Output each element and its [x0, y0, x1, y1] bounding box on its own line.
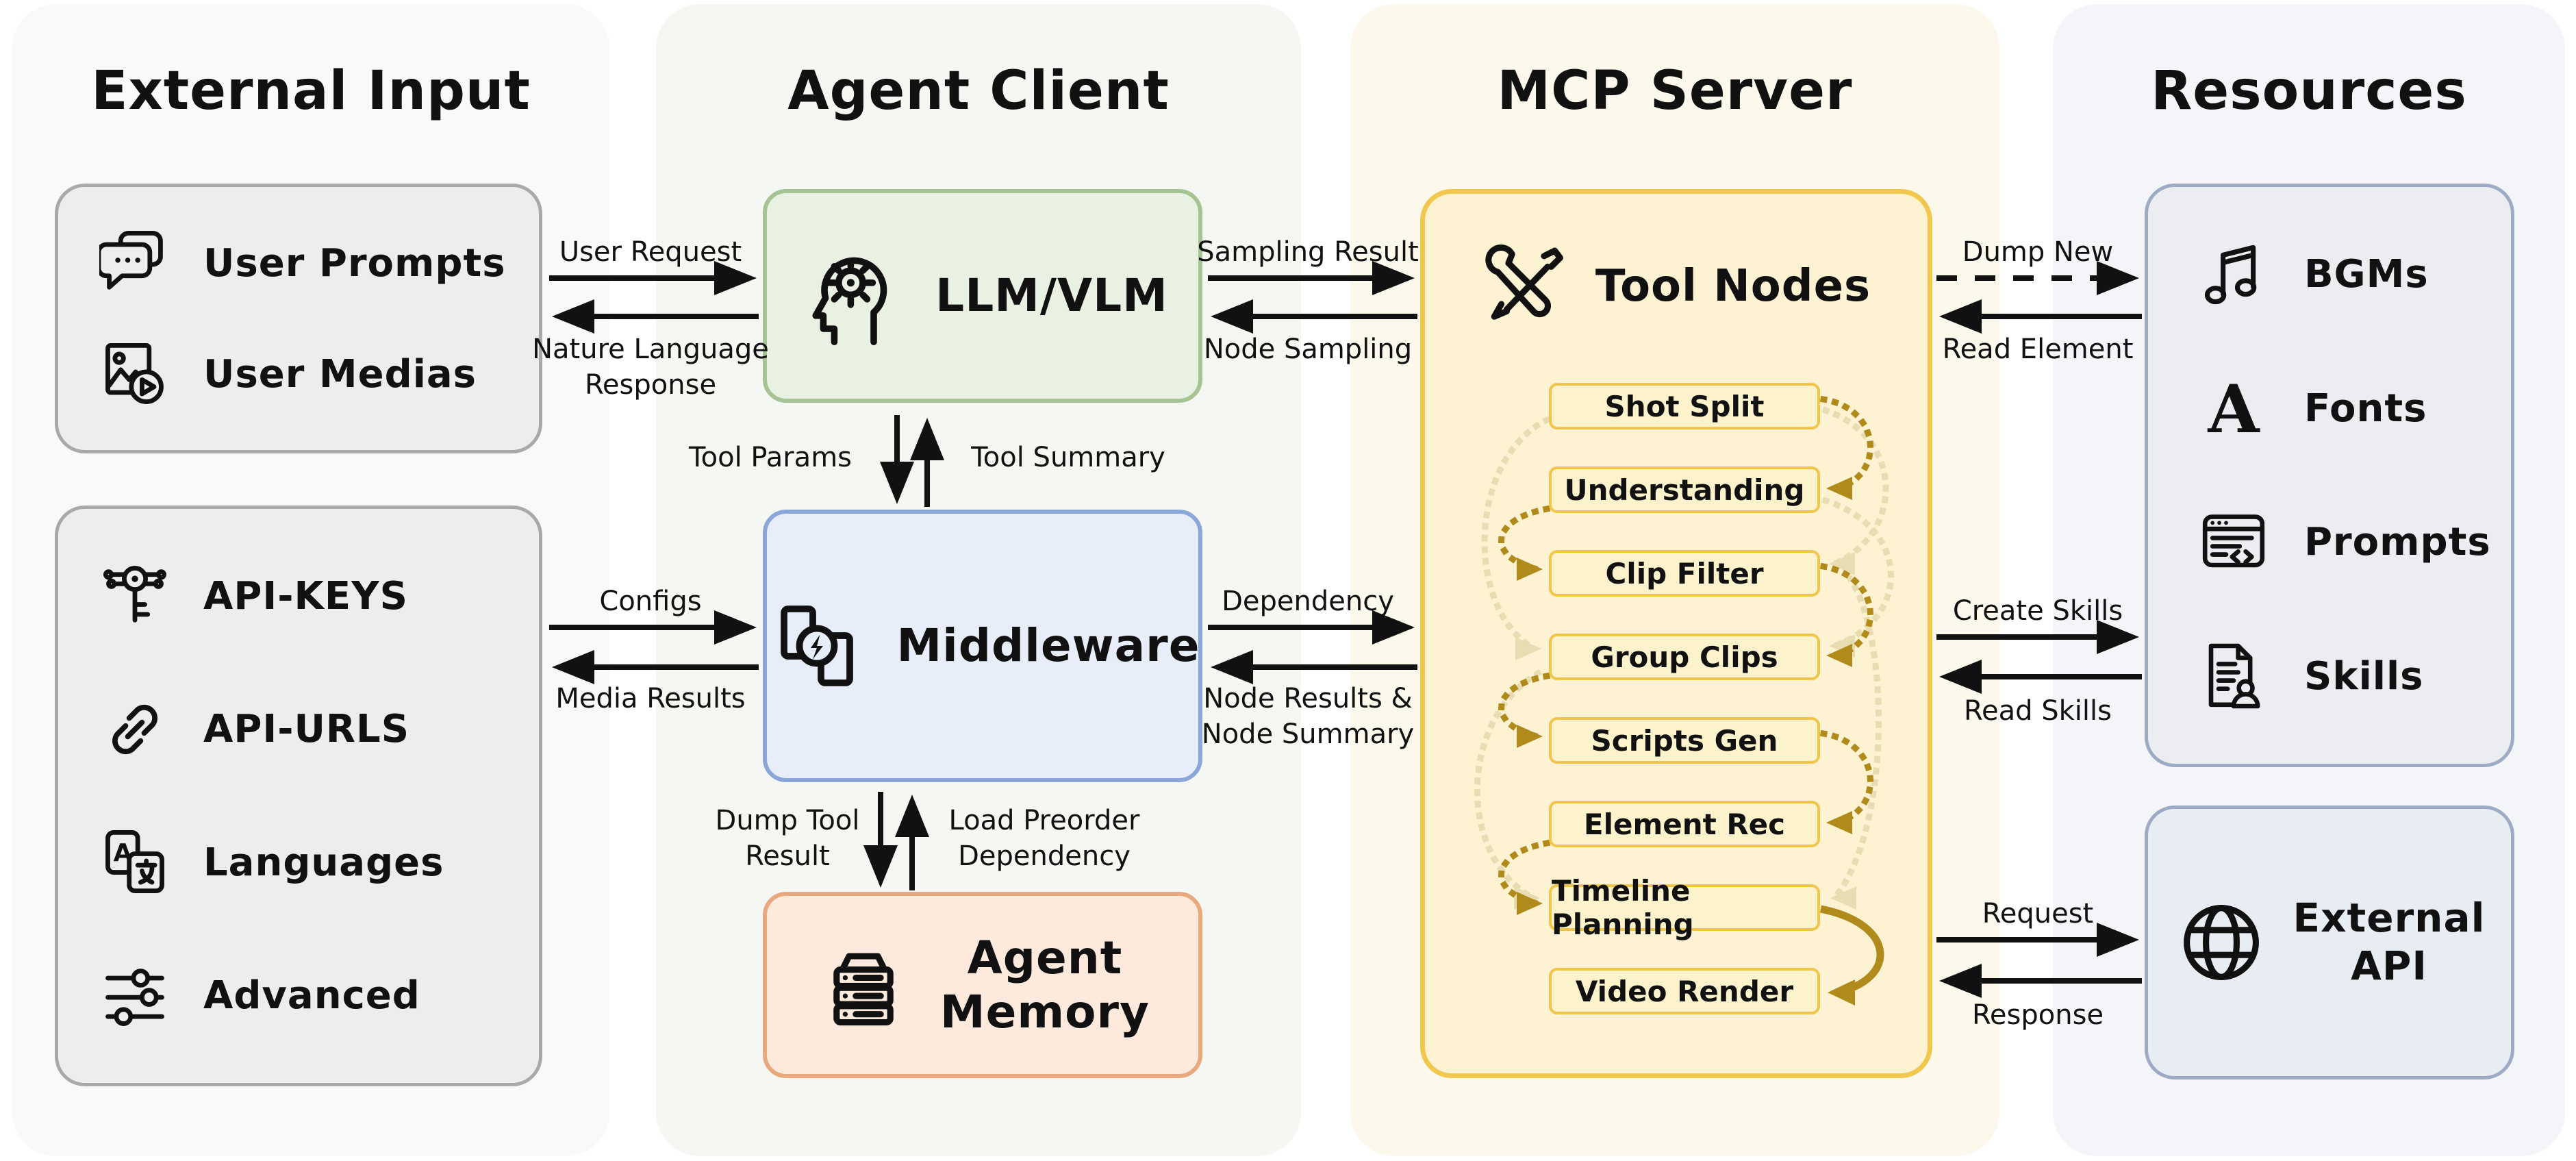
read-skills-label: Read Skills	[1964, 695, 2112, 727]
llm-vlm-box: LLM/VLM	[763, 189, 1202, 403]
agent-memory-box: Agent Memory	[763, 892, 1202, 1078]
svg-text:A: A	[2207, 371, 2260, 446]
create-skills-label: Create Skills	[1952, 595, 2123, 627]
tool-node-timeline-planning: Timeline Planning	[1549, 874, 1820, 941]
sampling-result-label: Sampling Result	[1197, 236, 1419, 268]
header-resources: Resources	[2151, 60, 2467, 122]
sliders-icon	[105, 968, 164, 1026]
tool-node-label: Video Render	[1575, 974, 1794, 1008]
dependency-label: Dependency	[1222, 586, 1394, 617]
tool-summary-label: Tool Summary	[971, 442, 1165, 473]
resources-box: BGMs A Fonts Prompts	[2145, 184, 2514, 767]
api-urls-label: API-URLS	[203, 707, 410, 752]
list-item-fonts: A Fonts	[2196, 371, 2497, 446]
link-icon	[112, 704, 158, 754]
prompt-window-icon	[2202, 514, 2265, 568]
response-label: Response	[1971, 999, 2104, 1031]
api-keys-label: API-KEYS	[203, 573, 408, 619]
tool-node-label: Understanding	[1564, 473, 1805, 507]
list-item-advanced: Advanced	[99, 960, 525, 1032]
translate-icon: A	[105, 830, 164, 894]
music-note-icon	[2204, 245, 2257, 304]
tool-nodes-box: Tool Nodes	[1420, 189, 1932, 1078]
ai-head-gear-icon	[812, 257, 887, 346]
list-item-languages: A Languages	[99, 827, 525, 898]
config-input-box: API-KEYS API-URLS A Languages	[55, 505, 542, 1086]
load-preorder-dependency-label: Load Preorder Dependency	[948, 805, 1140, 872]
fonts-label: Fonts	[2304, 386, 2427, 431]
tool-node-label: Element Rec	[1583, 807, 1786, 841]
tool-node-label: Scripts Gen	[1591, 723, 1778, 758]
tool-node-label: Shot Split	[1604, 389, 1765, 423]
list-item-api-keys: API-KEYS	[99, 560, 525, 632]
user-prompts-label: User Prompts	[203, 240, 506, 286]
list-item-api-urls: API-URLS	[99, 694, 525, 765]
tool-node-group-clips: Group Clips	[1549, 634, 1820, 680]
request-label: Request	[1982, 898, 2094, 929]
font-letter-icon: A	[2207, 371, 2260, 446]
tool-node-label: Timeline Planning	[1552, 874, 1694, 941]
globe-icon	[2184, 905, 2260, 980]
tool-params-label: Tool Params	[688, 442, 852, 473]
media-play-icon	[105, 343, 164, 404]
header-mcp-server: MCP Server	[1497, 60, 1853, 122]
header-agent-client: Agent Client	[787, 60, 1170, 122]
bgms-label: BGMs	[2304, 252, 2429, 297]
list-item-bgms: BGMs	[2196, 237, 2497, 312]
node-sampling-label: Node Sampling	[1203, 334, 1413, 365]
user-medias-label: User Medias	[203, 351, 477, 397]
list-item-user-prompts: User Prompts	[99, 227, 525, 299]
list-item-user-medias: User Medias	[99, 338, 525, 410]
tools-icon	[1485, 244, 1563, 320]
server-stack-icon	[833, 953, 894, 1026]
external-api-label: External API	[2293, 895, 2486, 989]
tool-nodes-label: Tool Nodes	[1595, 260, 1871, 312]
languages-label: Languages	[203, 840, 444, 885]
middleware-label: Middleware	[896, 619, 1200, 673]
node-results-summary-label: Node Results & Node Summary	[1201, 683, 1415, 750]
tool-node-element-rec: Element Rec	[1549, 801, 1820, 847]
prompts-label: Prompts	[2304, 520, 2491, 565]
tool-node-label: Clip Filter	[1605, 556, 1764, 590]
api-key-icon	[103, 566, 167, 623]
middleware-box: Middleware	[763, 510, 1202, 782]
dump-tool-result-label: Dump Tool Result	[715, 805, 860, 872]
media-results-label: Media Results	[555, 683, 746, 714]
user-request-label: User Request	[559, 236, 742, 268]
tool-node-label: Group Clips	[1591, 640, 1778, 674]
header-external-input: External Input	[91, 60, 531, 122]
chat-bubbles-icon	[99, 230, 163, 290]
user-input-box: User Prompts User Medias	[55, 184, 542, 453]
nature-language-response-label: Nature Language Response	[532, 334, 769, 401]
external-api-box: External API	[2145, 806, 2514, 1079]
tool-node-clip-filter: Clip Filter	[1549, 550, 1820, 597]
skill-doc-person-icon	[2208, 643, 2260, 709]
list-item-prompts: Prompts	[2196, 505, 2497, 580]
advanced-label: Advanced	[203, 973, 420, 1019]
tool-node-scripts-gen: Scripts Gen	[1549, 717, 1820, 764]
tool-nodes-header: Tool Nodes	[1425, 242, 1928, 331]
sync-bolt-icon	[780, 606, 853, 686]
tool-node-video-render: Video Render	[1549, 968, 1820, 1014]
configs-label: Configs	[599, 586, 702, 617]
read-element-label: Read Element	[1942, 334, 2134, 365]
skills-label: Skills	[2304, 653, 2424, 699]
tool-node-shot-split: Shot Split	[1549, 383, 1820, 429]
llm-vlm-label: LLM/VLM	[935, 269, 1168, 323]
tool-node-understanding: Understanding	[1549, 466, 1820, 513]
dump-new-label: Dump New	[1962, 236, 2114, 268]
list-item-skills: Skills	[2196, 638, 2497, 714]
agent-memory-label: Agent Memory	[939, 931, 1150, 1038]
